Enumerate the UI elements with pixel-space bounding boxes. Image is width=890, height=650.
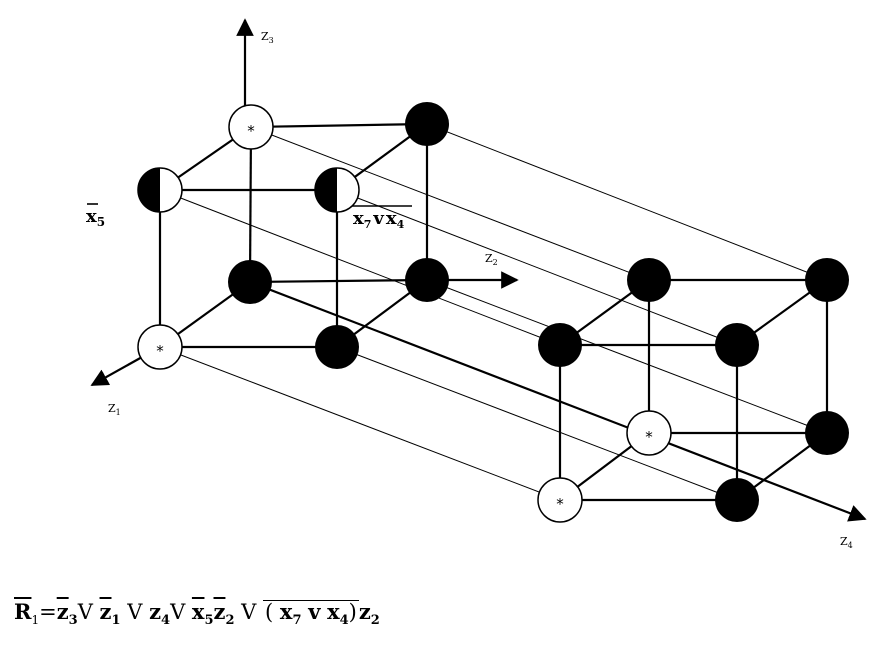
formula-x5-sub: 5 bbox=[204, 613, 214, 629]
cube2-node-top-left bbox=[627, 258, 671, 302]
formula-z3-sub: 3 bbox=[68, 613, 78, 629]
z1-axis-label: Z1 bbox=[108, 402, 121, 417]
z3-axis-label: Z3 bbox=[261, 30, 274, 45]
boolean-formula: R1=z3V z1 V z4V x5z2 V ( x7 v x4)z2 bbox=[14, 598, 380, 628]
formula-x5: x bbox=[191, 599, 205, 624]
cube2-node-front-bottom-right bbox=[715, 478, 759, 522]
formula-r-sub: 1 bbox=[31, 613, 40, 628]
cube1-node-mid-right-half bbox=[314, 167, 360, 213]
svg-text:x5: x5 bbox=[86, 206, 105, 229]
z4-axis bbox=[249, 280, 867, 522]
z2-axis-label: Z2 bbox=[485, 252, 498, 267]
cube2-node-back-bottom-right bbox=[805, 411, 849, 455]
star-mark: * bbox=[156, 342, 164, 360]
formula-or: V bbox=[170, 600, 186, 624]
formula-z4: z bbox=[149, 599, 162, 624]
cube1-node-origin: * bbox=[137, 324, 183, 370]
z4-axis-label: Z4 bbox=[840, 535, 853, 550]
cube2-edges bbox=[558, 278, 829, 502]
formula-z4-sub: 4 bbox=[161, 613, 171, 629]
formula-negated-group: ( x7 v x4) bbox=[263, 599, 359, 629]
formula-z1-sub: 1 bbox=[111, 613, 121, 629]
cube1-node-top-front: * bbox=[228, 104, 274, 150]
formula-z2: z bbox=[213, 599, 226, 624]
formula-z2-tail: z bbox=[358, 599, 371, 624]
formula-z2-sub: 2 bbox=[225, 613, 235, 629]
cube1-node-top-right bbox=[405, 102, 449, 146]
cube1-node-back-bottom-left bbox=[228, 260, 272, 304]
cube1-node-front-bottom-right bbox=[315, 325, 359, 369]
x5-negated-label: x5 bbox=[86, 203, 105, 229]
cube1-edges bbox=[158, 122, 429, 349]
star-mark: * bbox=[247, 122, 255, 140]
cube2-node-top-right bbox=[805, 258, 849, 302]
star-mark: * bbox=[645, 428, 653, 446]
axes bbox=[90, 18, 867, 522]
cube1-node-mid-left-half bbox=[137, 167, 183, 213]
formula-z2-tail-sub: 2 bbox=[370, 613, 380, 629]
cube2-node-mid-left bbox=[538, 323, 582, 367]
cube2-node-back-bottom-left: * bbox=[626, 410, 672, 456]
formula-z3: z bbox=[56, 599, 69, 624]
formula-r: R bbox=[14, 599, 32, 624]
star-mark: * bbox=[556, 495, 564, 513]
formula-or: V bbox=[127, 600, 143, 624]
formula-or: V bbox=[241, 600, 257, 624]
formula-eq: = bbox=[39, 600, 57, 624]
cube2-node-front-bottom-left: * bbox=[537, 477, 583, 523]
formula-z1: z bbox=[99, 599, 112, 624]
formula-or: V bbox=[77, 600, 93, 624]
cube-connectors bbox=[159, 123, 828, 501]
cube1-node-back-bottom-right bbox=[405, 258, 449, 302]
cube2-node-mid-right bbox=[715, 323, 759, 367]
